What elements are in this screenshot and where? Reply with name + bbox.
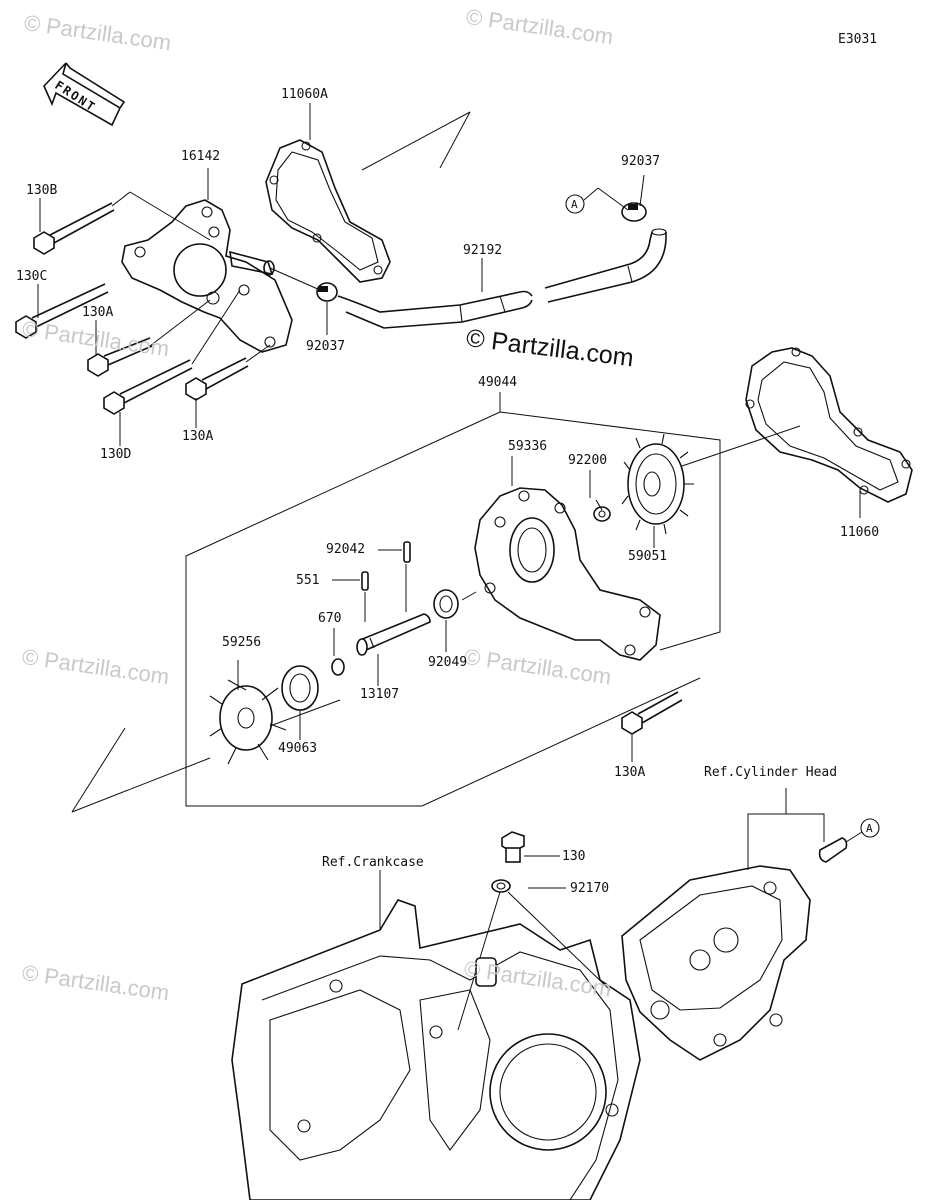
bolt-130d [103,359,193,415]
bolt-130b [33,202,115,255]
part-label-130c[interactable]: 130C [16,269,48,284]
diagram-code: E3031 [838,32,878,47]
part-label-551[interactable]: 551 [296,573,320,588]
connector-a-label: A [866,822,873,835]
part-label-11060[interactable]: 11060 [840,525,880,540]
hose-92192 [337,228,667,329]
cylinder-head [621,865,811,1061]
washer-92170 [491,879,511,893]
seal-92049 [433,589,459,619]
part-label-130[interactable]: 130 [562,849,586,864]
part-label-670[interactable]: 670 [318,611,342,626]
crankcase [231,899,641,1200]
part-label-92192[interactable]: 92192 [463,243,503,258]
connector-a-label: A [571,198,578,211]
part-label-59336[interactable]: 59336 [508,439,548,454]
part-label-92037[interactable]: 92037 [306,339,346,354]
part-label-130d[interactable]: 130D [100,447,132,462]
part-label-92049[interactable]: 92049 [428,655,468,670]
part-label-92200[interactable]: 92200 [568,453,608,468]
fitting-a [818,837,848,863]
part-label-92170[interactable]: 92170 [570,881,610,896]
bolt-130a-2 [185,357,249,401]
part-label-49063[interactable]: 49063 [278,741,318,756]
part-label-49044[interactable]: 49044 [478,375,518,390]
gasket-11060 [745,347,913,503]
bolt-130a-3 [621,691,683,735]
part-label-92037[interactable]: 92037 [621,154,661,169]
front-arrow-icon [43,62,126,127]
part-label-59051[interactable]: 59051 [628,549,668,564]
part-label-13107[interactable]: 13107 [360,687,400,702]
clamp-92037-left [316,282,338,302]
part-label-130b[interactable]: 130B [26,183,58,198]
ref-crankcase-label: Ref.Crankcase [322,855,424,870]
gasket-11060a [265,139,391,283]
bolt-130 [501,831,525,863]
part-label-130a[interactable]: 130A [182,429,214,444]
part-label-16142[interactable]: 16142 [181,149,221,164]
bolt-130a-1 [87,337,153,377]
washer-92200 [593,499,611,522]
pin-551 [361,571,369,591]
part-label-11060a[interactable]: 11060A [281,87,328,102]
part-label-92042[interactable]: 92042 [326,542,366,557]
pin-92042 [403,541,411,563]
ring-670 [331,658,345,676]
part-label-130a[interactable]: 130A [82,305,114,320]
bolt-130c [15,283,109,339]
impeller-59256 [209,679,287,765]
gear-59051 [621,433,694,535]
cover-16142 [121,199,293,353]
shaft-13107 [356,613,431,656]
part-label-130a[interactable]: 130A [614,765,646,780]
seal-49063 [281,665,319,711]
part-label-59256[interactable]: 59256 [222,635,262,650]
ref-cylinder-head-label: Ref.Cylinder Head [704,765,838,780]
clamp-92037-top [621,202,647,222]
housing-59336 [474,487,661,661]
